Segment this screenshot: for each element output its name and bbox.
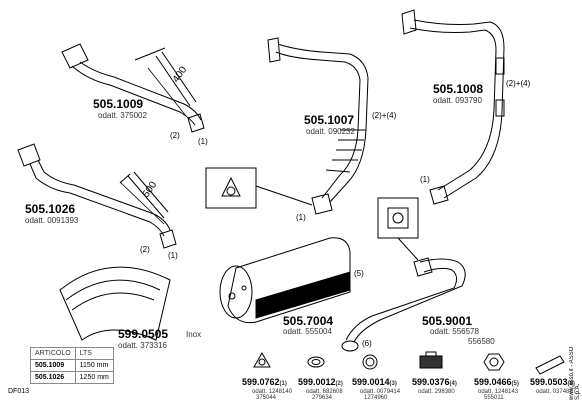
side-watermark: www.asso.it - ASSO S.p.A. [569, 346, 581, 400]
callout-2-a: (2) [170, 131, 180, 140]
part-code-505-1009: 505.1009 [93, 97, 144, 111]
table-row: 505.1009 1150 mm [30, 359, 114, 372]
callout-5: (5) [354, 269, 364, 278]
part-ref-505-1008: odatt. 093790 [433, 96, 482, 105]
part-ref-505-9001: odatt. 556578 [430, 327, 479, 336]
callout-1-c: (1) [296, 213, 306, 222]
table-row: 505.1026 1250 mm [30, 371, 114, 384]
accessory-ref: odatt. 0079414 [360, 389, 401, 395]
callout-6: (6) [362, 339, 372, 348]
accessory-code: 599.0466(5) [474, 377, 519, 388]
part-ref-505-1007: odatt. 090232 [306, 127, 355, 136]
accessory-code: 599.0503(6) [530, 377, 575, 388]
accessory-ref2: 279634 [312, 395, 333, 400]
table-cell-length: 1250 mm [74, 371, 114, 384]
hex-gasket-icon [483, 353, 505, 371]
table-cell-code: 505.1026 [30, 371, 76, 384]
footer-code: DF013 [8, 388, 30, 395]
pipe-505-1009 [61, 43, 205, 133]
accessory-ref: odatt. 1248143 [478, 389, 519, 395]
table-cell-length: 1150 mm [74, 359, 114, 372]
table-header-length: LTS [74, 347, 114, 360]
part-code-505-1026: 505.1026 [25, 202, 76, 216]
accessory-ref2: 555011 [484, 395, 504, 400]
callout-2-b: (2) [140, 245, 150, 254]
accessory-ref2: 375044 [256, 395, 277, 400]
accessory-ref: odatt. 1248140 [252, 389, 293, 395]
callout-1-a: (1) [198, 137, 208, 146]
part-code-505-1007: 505.1007 [304, 113, 355, 127]
callout-24-a: (2)+(4) [372, 111, 397, 120]
pipe-505-1007 [267, 37, 369, 215]
length-table: ARTICOLO LTS 505.1009 1150 mm 505.1026 1… [30, 347, 114, 384]
pipe-505-9001 [341, 257, 466, 352]
part-code-505-1008: 505.1008 [433, 82, 484, 96]
accessory-code: 599.0014(3) [352, 377, 397, 388]
pipe-505-1008 [401, 9, 505, 205]
accessory-code: 599.0012(2) [298, 377, 343, 388]
table-header-article: ARTICOLO [30, 347, 76, 360]
silencer-505-7004 [219, 237, 351, 324]
accessory-ref: odatt. 298380 [418, 389, 455, 395]
accessory-ref: odatt. 682608 [306, 389, 343, 395]
part-code-505-9001: 505.9001 [422, 314, 473, 328]
part-ref-599-0505: odatt. 373316 [118, 341, 167, 350]
pipe-505-1026 [17, 143, 177, 249]
accessory-ref: odatt. 0374887 [536, 389, 577, 395]
part-ref2-505-9001: 556580 [468, 337, 495, 346]
part-code-505-7004: 505.7004 [283, 314, 334, 328]
part-ref-505-1009: odatt. 375002 [98, 111, 147, 120]
part-suffix-599-0505: Inox [186, 330, 202, 339]
gasket-callout-2 [377, 197, 419, 261]
callout-1-d: (1) [420, 175, 430, 184]
part-ref-505-1026: odatt. 0091393 [25, 216, 79, 225]
accessory-code: 599.0762(1) [242, 377, 287, 388]
flange-gasket-icon [253, 351, 271, 368]
accessory-ref2: 1274960 [364, 395, 388, 400]
gasket-callout-1 [205, 167, 313, 209]
accessory-code: 599.0376(4) [412, 377, 457, 388]
part-ref-505-7004: odatt. 555004 [283, 327, 332, 336]
callout-24-b: (2)+(4) [506, 79, 531, 88]
ring-gasket-icon [362, 354, 378, 370]
table-cell-code: 505.1009 [30, 359, 76, 372]
callout-1-b: (1) [168, 251, 178, 260]
part-code-599-0505: 599.0505 [118, 327, 169, 341]
heat-shield-599-0505 [59, 266, 171, 341]
clamp-icon [419, 351, 443, 369]
pipe-gasket-icon [307, 356, 325, 368]
sleeve-icon [535, 355, 565, 375]
